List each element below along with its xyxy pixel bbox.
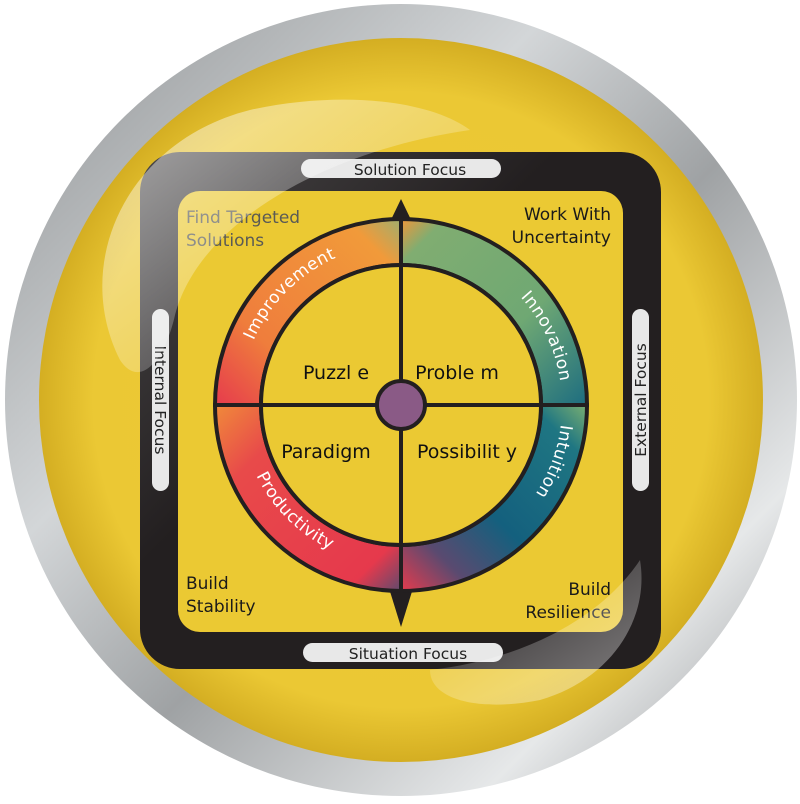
corner-bottom-left-line1: Build — [186, 574, 229, 594]
arrow-down-icon — [388, 585, 414, 627]
corner-top-right-line2: Uncertainty — [512, 228, 611, 248]
quadrant-label-paradigm: Paradigm — [281, 441, 371, 463]
axis-label-external-focus: External Focus — [632, 343, 650, 457]
corner-bottom-left: Build Stability — [186, 574, 256, 617]
corner-bottom-right-line1: Build — [568, 580, 611, 600]
corner-bottom-left-line2: Stability — [186, 597, 256, 617]
quadrant-label-puzzle: Puzzl e — [303, 362, 369, 384]
gloss-highlight-top-left — [102, 99, 471, 373]
axis-pill-bottom: Situation Focus — [303, 643, 503, 663]
gloss-highlight-bottom-right — [430, 560, 642, 705]
axis-label-situation-focus: Situation Focus — [349, 645, 467, 663]
axis-label-solution-focus: Solution Focus — [354, 161, 466, 179]
quadrant-label-problem: Proble m — [415, 362, 499, 384]
corner-top-right-line1: Work With — [524, 205, 611, 225]
corner-top-right: Work With Uncertainty — [512, 205, 611, 248]
axis-pill-top: Solution Focus — [301, 159, 501, 179]
quadrant-label-possibility: Possibilit y — [417, 441, 517, 463]
axis-pill-right: External Focus — [632, 309, 650, 491]
center-dot — [375, 379, 427, 431]
axis-label-internal-focus: Internal Focus — [151, 346, 169, 455]
